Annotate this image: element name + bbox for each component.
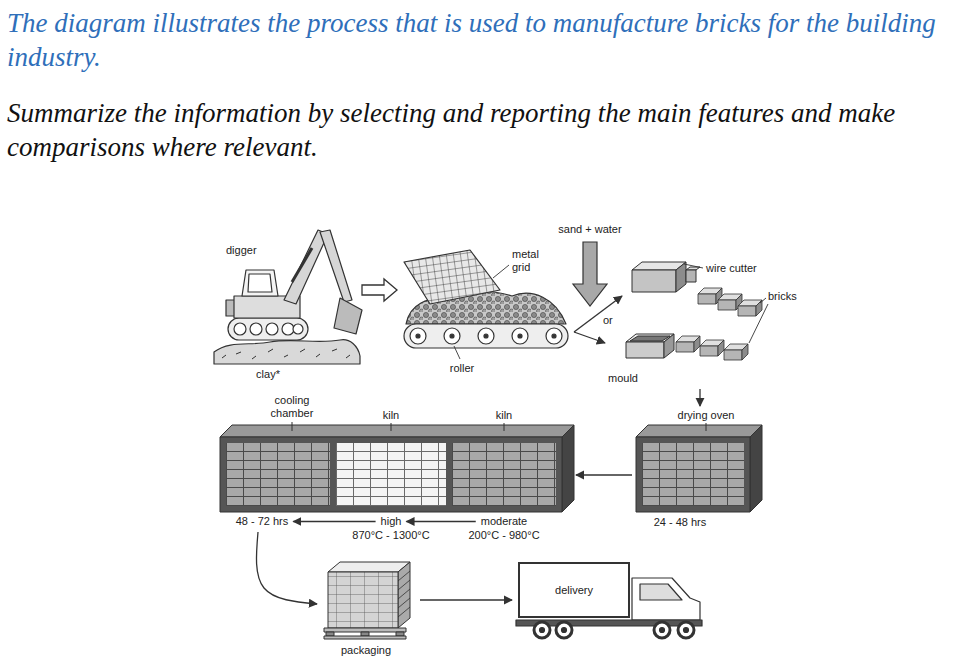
part-label: bricks [768, 290, 797, 303]
packaging-illustration [324, 562, 410, 639]
leader-line [749, 304, 768, 343]
task-instruction: Summarize the information by selecting a… [7, 96, 955, 164]
kiln-housing [220, 422, 574, 512]
process-arrow [574, 296, 622, 332]
ingredient-label: sand + water [558, 223, 621, 236]
packaging-pallet: packaging [322, 556, 414, 640]
wire-cutter-illustration [632, 262, 768, 343]
stage-note: moderate [481, 515, 527, 528]
stage-note: high [381, 515, 402, 528]
leader-line [760, 298, 766, 303]
option-label: or [603, 314, 613, 327]
mould-illustration [626, 334, 748, 360]
stage-label: packaging [341, 644, 391, 657]
stage-note: 48 - 72 hrs [236, 515, 289, 528]
diagram-title: The diagram illustrates the process that… [7, 6, 955, 74]
process-arrow [293, 521, 375, 522]
conveyor-illustration [404, 250, 568, 359]
stage-label: kiln [383, 409, 400, 422]
block-arrow [362, 279, 397, 301]
stage-label: digger [226, 244, 257, 257]
drying-oven: drying oven24 - 48 hrs [642, 443, 744, 506]
stage-label: drying oven [678, 409, 735, 422]
leader-line [493, 265, 509, 278]
stage-label: kiln [496, 409, 513, 422]
leader-line [454, 346, 460, 359]
stage-label: cooling chamber [262, 394, 322, 420]
process-arrow [406, 521, 475, 522]
wire-cutter-stage: wire cutter [625, 256, 765, 318]
process-arrow [420, 599, 512, 600]
digger-stage: diggerclay* [214, 222, 360, 368]
stage-note: roller [450, 362, 474, 375]
digger-illustration [214, 230, 362, 364]
stage-note: 200°C - 980°C [468, 529, 539, 542]
process-arrow [256, 532, 317, 604]
delivery-truck: delivery [518, 562, 630, 618]
input-arrow [573, 242, 607, 306]
cooling-chamber: cooling chamber48 - 72 hrs [226, 443, 330, 506]
oven-housing [636, 423, 762, 512]
leader-line [706, 423, 707, 431]
stage-note: 870°C - 1300°C [352, 529, 429, 542]
stage-note: clay* [256, 368, 280, 381]
kiln-chamber: kilnhigh870°C - 1300°C [336, 443, 446, 506]
leader-line [292, 422, 504, 431]
stage-label: mould [608, 372, 638, 385]
stage-label: wire cutter [706, 262, 757, 275]
stage-note: 24 - 48 hrs [654, 516, 707, 529]
stage-label: metal grid [512, 248, 552, 274]
leader-line [684, 264, 703, 268]
kiln-chamber: kilnmoderate200°C - 980°C [452, 443, 556, 506]
conveyor-stage: metal grid roller [400, 248, 572, 378]
mould-stage: mould [622, 322, 758, 370]
stage-label: delivery [555, 584, 593, 597]
process-arrow [574, 332, 605, 343]
process-arrow [576, 474, 632, 475]
process-arrow [699, 389, 700, 406]
